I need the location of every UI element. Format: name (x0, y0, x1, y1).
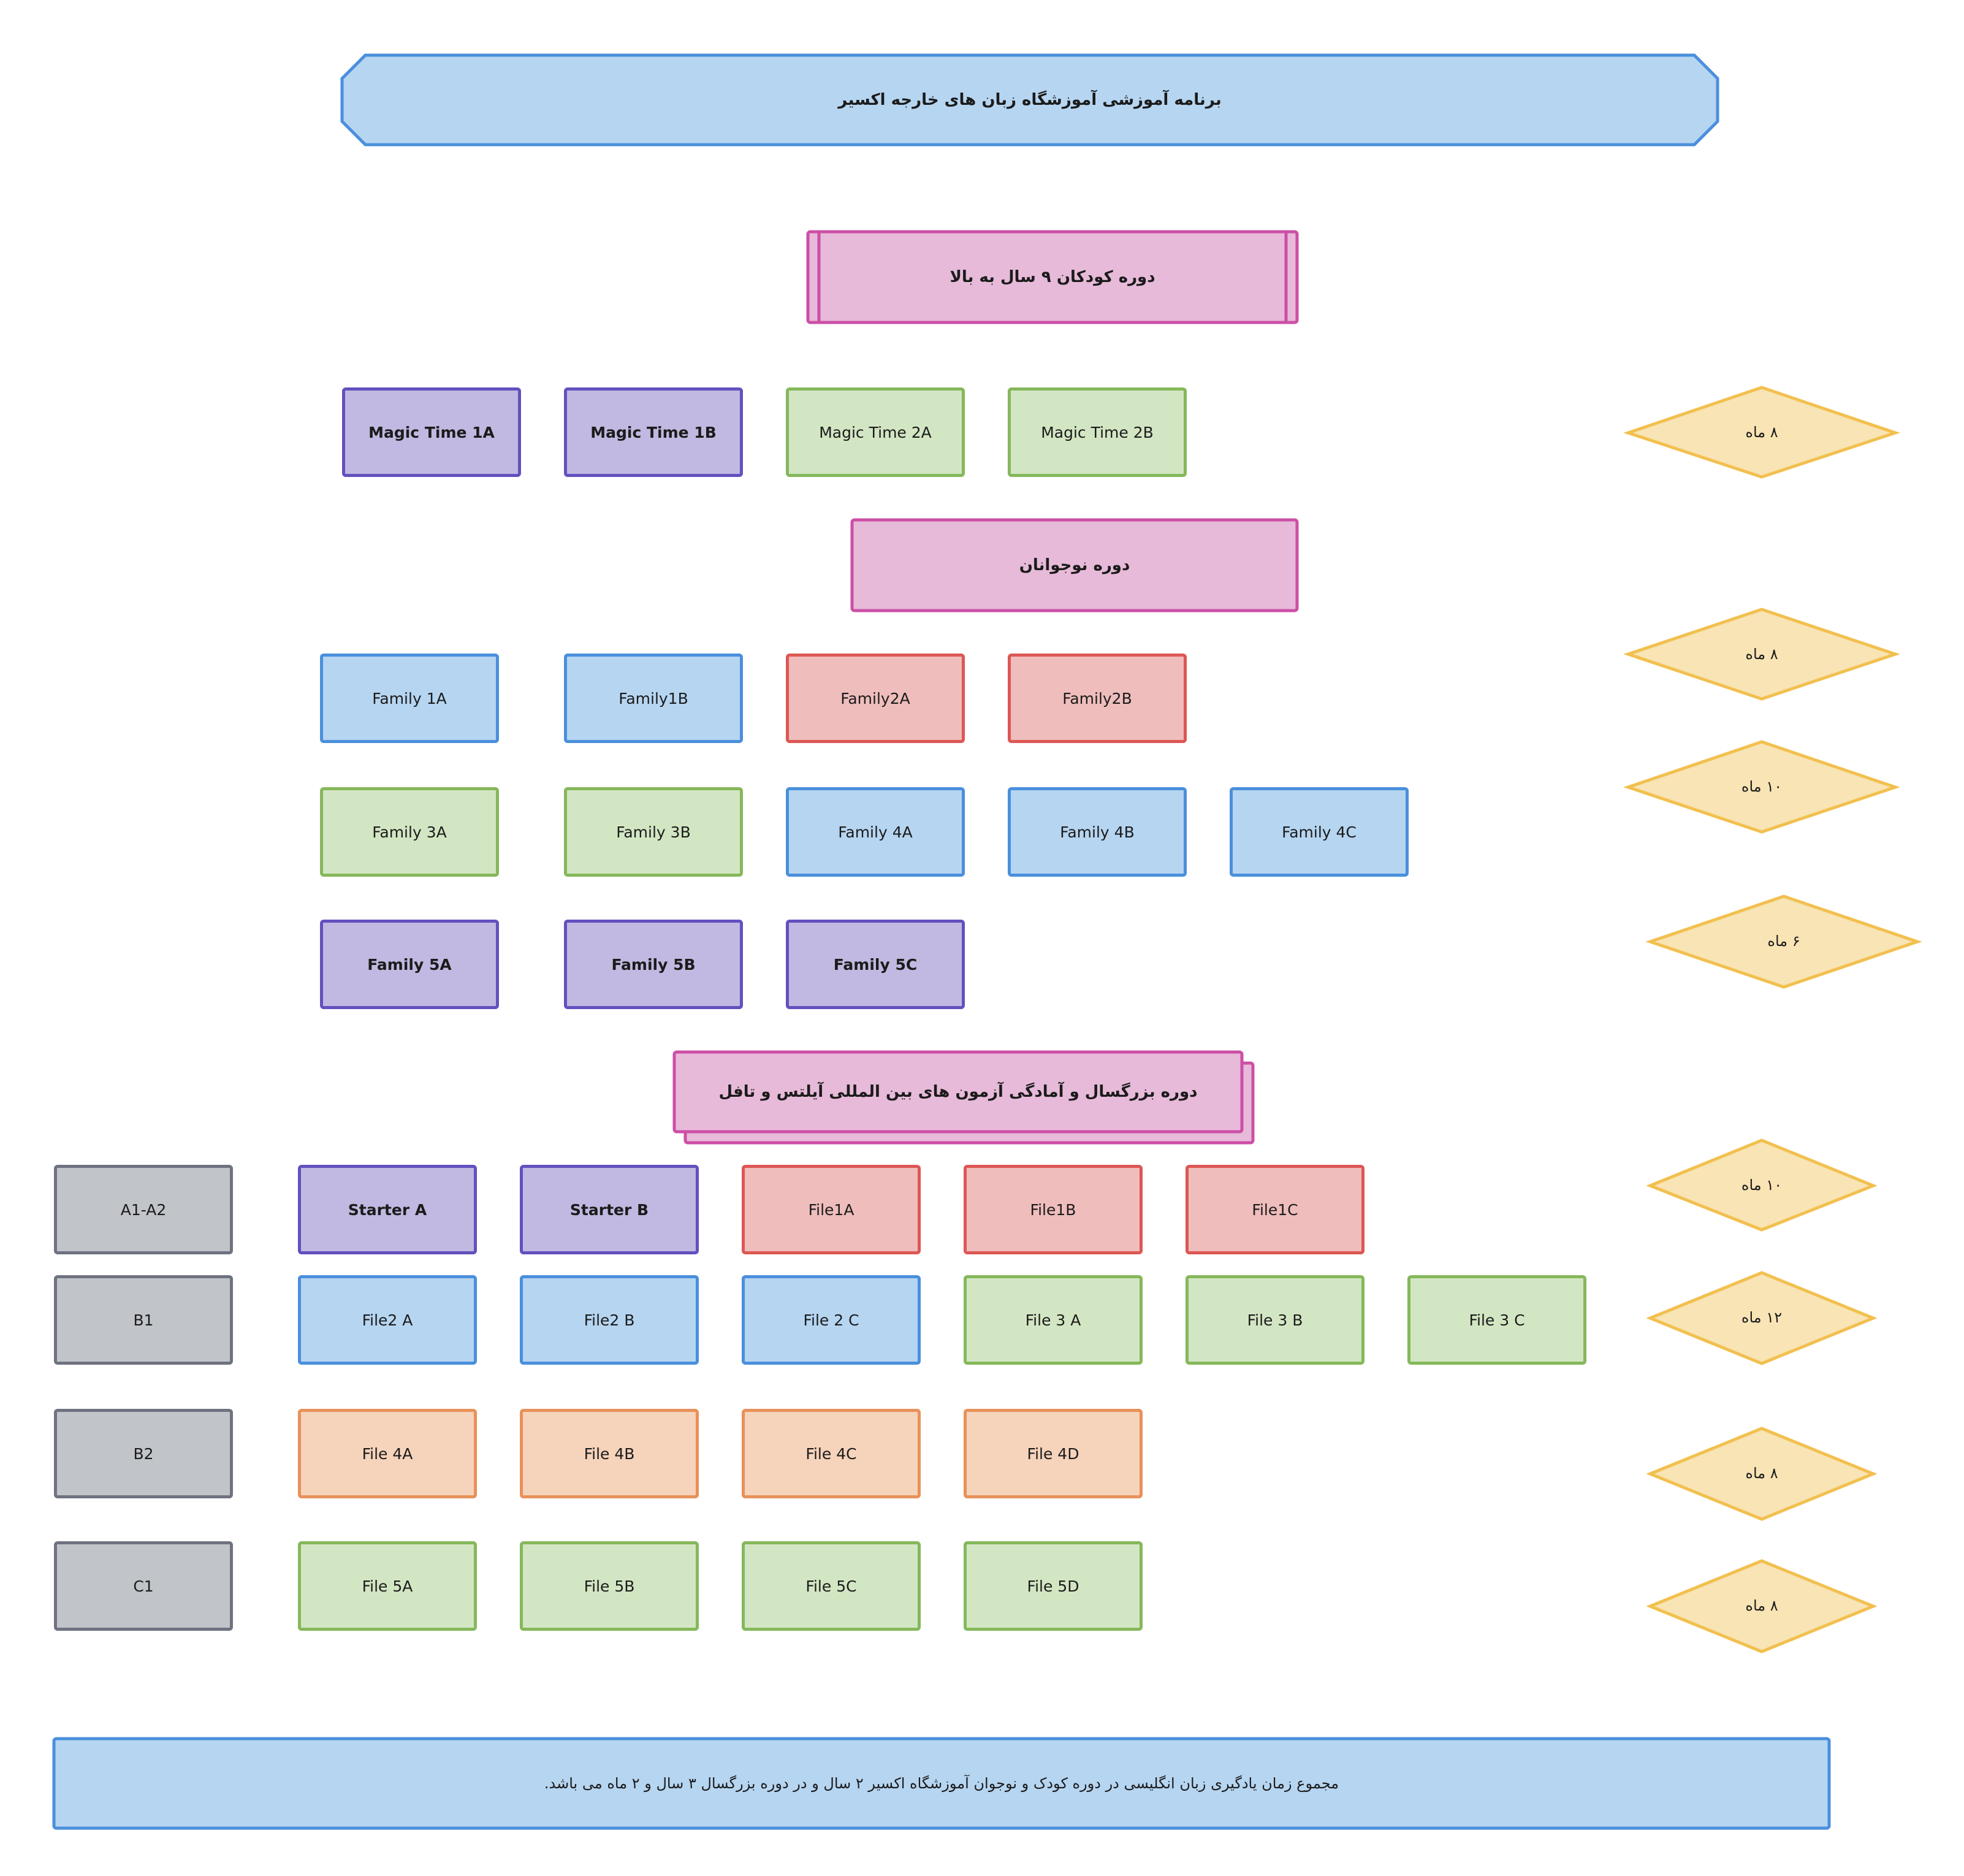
section-teens-title: دوره نوجوانان (1019, 556, 1130, 574)
duration-diamond: ۸ ماه (1745, 1465, 1778, 1482)
level-box: B2 (54, 1409, 233, 1498)
course-box: Family 1A (320, 654, 499, 743)
course-box: Family2A (786, 654, 965, 743)
course-box: File 4C (742, 1409, 921, 1498)
duration-diamond: ۸ ماه (1745, 424, 1778, 441)
course-box: Family 5C (786, 920, 965, 1009)
section-adults-title: دوره بزرگسال و آمادگی آزمون های بین المل… (718, 1083, 1198, 1101)
course-box: File 4B (520, 1409, 699, 1498)
duration-diamond: ۸ ماه (1745, 1597, 1778, 1614)
level-box: A1-A2 (54, 1165, 233, 1254)
course-box: Family 3A (320, 787, 499, 877)
course-box: Magic Time 2A (786, 387, 965, 477)
course-box: File 5C (742, 1541, 921, 1631)
course-box: File2 A (298, 1275, 477, 1365)
course-box: File1B (964, 1165, 1143, 1254)
course-box: File 2 C (742, 1275, 921, 1365)
course-box: File 4A (298, 1409, 477, 1498)
course-box: Magic Time 2B (1008, 387, 1187, 477)
course-box: Family 4A (786, 787, 965, 877)
course-box: Magic Time 1A (342, 387, 521, 477)
course-box: File1A (742, 1165, 921, 1254)
course-box: Magic Time 1B (564, 387, 743, 477)
duration-diamond: ۱۰ ماه (1741, 1176, 1783, 1194)
course-box: Family 4B (1008, 787, 1187, 877)
duration-diamond: ۸ ماه (1745, 646, 1778, 663)
course-box: Starter B (520, 1165, 699, 1254)
duration-diamond: ۶ ماه (1767, 932, 1800, 950)
course-box: Family 4C (1230, 787, 1409, 877)
course-box: File 3 C (1407, 1275, 1586, 1365)
section-kids-title: دوره کودکان ۹ سال به بالا (950, 268, 1155, 286)
course-box: Starter A (298, 1165, 477, 1254)
duration-diamond: ۱۰ ماه (1741, 778, 1783, 795)
duration-diamond: ۱۲ ماه (1741, 1309, 1783, 1326)
level-box: B1 (54, 1275, 233, 1365)
course-box: File1C (1186, 1165, 1365, 1254)
course-box: File 5D (964, 1541, 1143, 1631)
footer-summary: مجموع زمان یادگیری زبان انگلیسی در دوره … (544, 1775, 1339, 1792)
course-box: Family 3B (564, 787, 743, 877)
course-box: File 3 A (964, 1275, 1143, 1365)
level-box: C1 (54, 1541, 233, 1631)
course-box: File 5A (298, 1541, 477, 1631)
course-box: Family2B (1008, 654, 1187, 743)
course-box: Family 5A (320, 920, 499, 1009)
course-box: File 4D (964, 1409, 1143, 1498)
course-box: File 5B (520, 1541, 699, 1631)
course-box: Family1B (564, 654, 743, 743)
course-box: Family 5B (564, 920, 743, 1009)
course-box: File 3 B (1186, 1275, 1365, 1365)
course-box: File2 B (520, 1275, 699, 1365)
page-title: برنامه آموزشی آموزشگاه زبان های خارجه اک… (838, 91, 1222, 109)
